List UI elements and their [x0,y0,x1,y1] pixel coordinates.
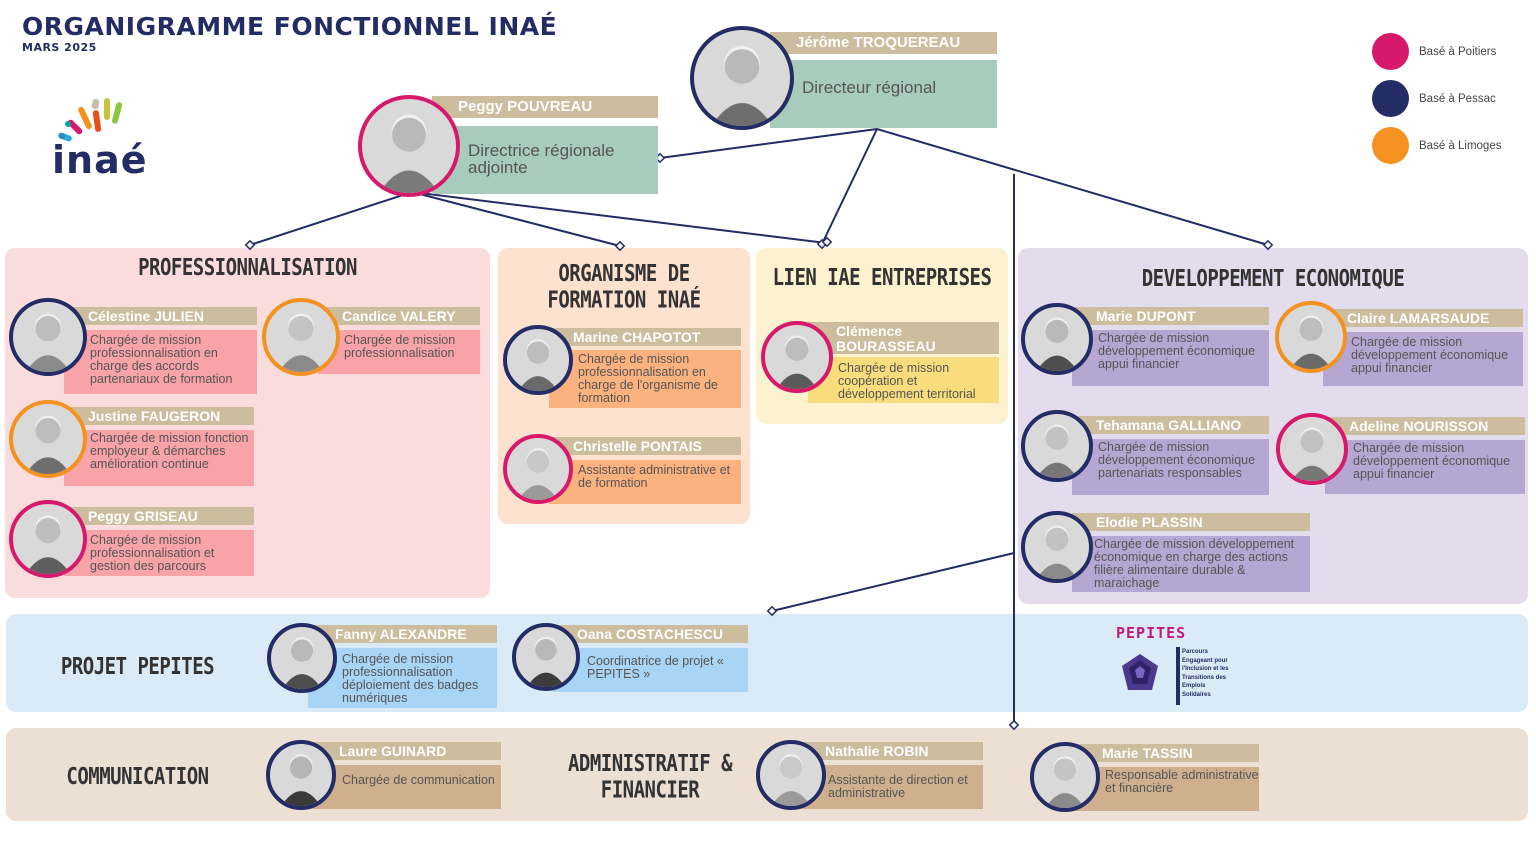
person-role: Chargée de mission professionnalisation … [64,330,257,394]
person-role: Chargée de mission fonction employeur & … [64,430,254,486]
person-role: Directeur régional [770,60,997,128]
legend-item-poitiers: Basé à Poitiers [1372,28,1532,75]
pepites-logo-bar [1176,647,1180,705]
diamond-icon [1122,654,1158,690]
person-name: Peggy POUVREAU [432,96,658,118]
page-title: ORGANIGRAMME FONCTIONNEL INAÉ [22,12,558,41]
person-name: Justine FAUGERON [64,407,254,425]
legend: Basé à Poitiers Basé à Pessac Basé à Lim… [1372,28,1532,169]
person-name: Nathalie ROBIN [797,742,983,760]
avatar [1021,511,1093,583]
person-role: Chargée de mission coopération et dévelo… [808,357,999,403]
person-name: Marie TASSIN [1074,744,1259,762]
avatar [1276,413,1348,485]
avatar [1275,301,1347,373]
person-role: Chargée de mission professionnalisation … [549,350,741,408]
person-role: Chargée de mission développement économi… [1325,440,1525,494]
person-name: Laure GUINARD [308,742,501,760]
avatar [1030,742,1100,812]
avatar [267,623,337,693]
person-name: Christelle PONTAIS [549,437,741,455]
legend-label: Basé à Limoges [1419,139,1502,152]
inae-logo-icon [58,98,123,142]
avatar [9,500,87,578]
section-title-admin: ADMINISTRATIF & FINANCIER [567,750,733,804]
avatar [761,321,833,393]
avatar [1021,303,1093,375]
avatar [262,298,340,376]
section-title-developpement: DEVELOPPEMENT ECONOMIQUE [1141,265,1405,293]
legend-label: Basé à Pessac [1419,92,1496,105]
avatar [503,325,573,395]
pepites-logo: PEPITES Parcours Engageant pour l'Inclus… [1116,624,1236,708]
legend-dot-navy [1372,80,1409,117]
avatar [358,95,460,197]
section-title-pepites: PROJET PEPITES [60,653,215,681]
person-role: Chargée de mission développement économi… [1072,330,1269,386]
person-name: Célestine JULIEN [64,307,257,325]
avatar [503,434,573,504]
person-role: Chargée de mission développement économi… [1072,439,1269,495]
person-name: Elodie PLASSIN [1072,513,1310,531]
person-role: Chargée de mission professionnalisation [318,330,480,374]
pepites-logo-title: PEPITES [1116,624,1187,642]
person-role: Chargée de mission professionnalisation … [308,648,497,708]
person-name: Clémence BOURASSEAU [808,322,999,354]
pepites-logo-text: Parcours Engageant pour l'Inclusion et l… [1182,649,1229,698]
person-role: Directrice régionale adjointe [432,126,658,194]
person-name: Oana COSTACHESCU [553,625,748,643]
person-role: Chargée de mission développement économi… [1323,332,1523,386]
person-role: Chargée de mission développement économi… [1072,536,1310,592]
person-name: Peggy GRISEAU [64,507,254,525]
section-title-formation: ORGANISME DE FORMATION INAÉ [547,260,701,314]
avatar [690,26,794,130]
person-role: Chargée de mission professionnalisation … [64,530,254,576]
section-title-lien: LIEN IAE ENTREPRISES [772,264,992,292]
person-role: Assistante de direction et administrativ… [797,765,983,809]
person-name: Marie DUPONT [1072,307,1269,325]
person-name: Fanny ALEXANDRE [308,625,497,643]
person-role: Chargée de communication [308,765,501,809]
avatar [9,400,87,478]
person-name: Marine CHAPOTOT [549,328,741,346]
avatar [1021,410,1093,482]
section-pepites [6,614,1528,712]
section-title-communication: COMMUNICATION [66,763,209,791]
legend-item-limoges: Basé à Limoges [1372,122,1532,169]
section-title-professionnalisation: PROFESSIONNALISATION [138,254,357,282]
avatar [9,298,87,376]
person-name: Jérôme TROQUEREAU [770,32,997,54]
person-role: Assistante administrative et de formatio… [549,460,741,504]
person-name: Tehamana GALLIANO [1072,416,1269,434]
inae-logo: inaé [48,96,168,191]
avatar [512,623,580,691]
page-date: MARS 2025 [22,41,97,54]
person-name: Candice VALERY [318,307,480,325]
legend-item-pessac: Basé à Pessac [1372,75,1532,122]
person-name: Claire LAMARSAUDE [1323,309,1523,327]
person-name: Adeline NOURISSON [1325,417,1525,435]
person-role: Responsable administrative et financière [1074,767,1259,811]
legend-label: Basé à Poitiers [1419,45,1497,58]
legend-dot-orange [1372,127,1409,164]
person-role: Coordinatrice de projet « PEPITES » [553,648,748,692]
avatar [756,740,826,810]
logo-text: inaé [52,138,148,182]
avatar [266,740,336,810]
legend-dot-pink [1372,33,1409,70]
